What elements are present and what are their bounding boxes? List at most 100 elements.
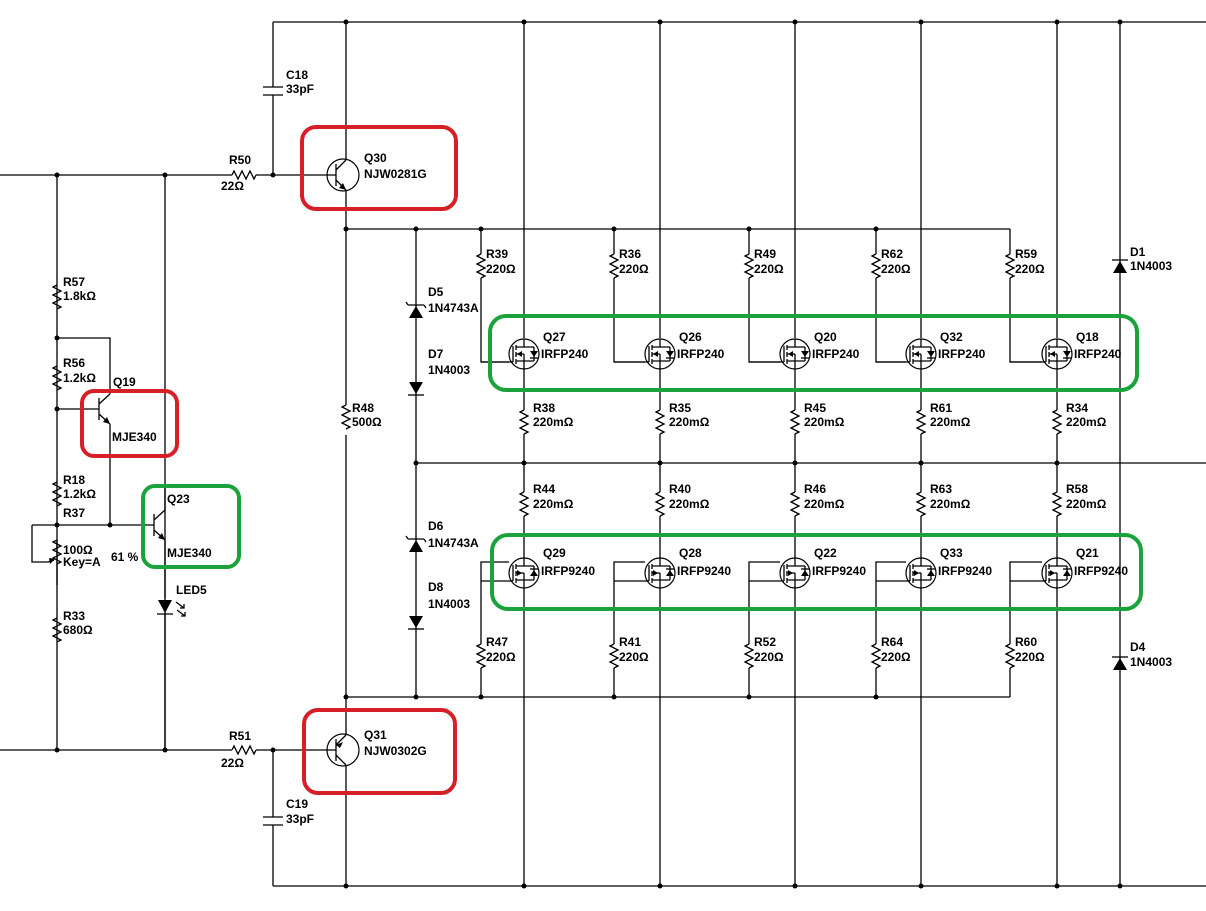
top-gate-resistor-ref: R59 (1015, 247, 1037, 261)
bottom-source-resistor-ref: R44 (533, 482, 555, 496)
top-gate-resistor-ref: R36 (619, 247, 641, 261)
resistor-r33: R33 680Ω (51, 609, 93, 643)
top-source-resistor-value: 220mΩ (930, 415, 971, 429)
d4-ref: D4 (1130, 640, 1146, 654)
top-mosfet-part: IRFP240 (812, 347, 860, 361)
c19-value: 33pF (286, 812, 314, 826)
top-mosfet-part: IRFP240 (677, 347, 725, 361)
r37-value: 100Ω (63, 543, 93, 557)
bottom-gate-resistor-ref: R47 (486, 635, 508, 649)
r51-ref: R51 (229, 729, 251, 743)
transistor-q19: Q19 MJE340 (90, 375, 157, 444)
bottom-mosfet-stage-5 (1004, 463, 1073, 697)
bottom-mosfet-part: IRFP9240 (1074, 564, 1128, 578)
top-mosfet-stage-4 (870, 229, 937, 463)
top-gate-resistor-ref: R39 (486, 247, 508, 261)
resistor-r18: R18 1.2kΩ (51, 473, 96, 507)
d5-part: 1N4743A (428, 301, 479, 315)
transistor-q31: Q31 NJW0302G (326, 728, 427, 767)
resistor-r57: R57 1.8kΩ (51, 275, 96, 310)
bottom-source-resistor-value: 220mΩ (533, 497, 574, 511)
d8-part: 1N4003 (428, 597, 470, 611)
r37-percent: 61 % (111, 550, 139, 564)
diode-d8: D8 1N4003 (408, 580, 470, 630)
top-mosfet-stage-2 (608, 229, 676, 463)
top-mosfet-part: IRFP240 (1074, 347, 1122, 361)
top-mosfet-stage-3 (743, 229, 811, 463)
d1-ref: D1 (1130, 245, 1146, 259)
bottom-mosfet-part: IRFP9240 (812, 564, 866, 578)
d7-part: 1N4003 (428, 363, 470, 377)
top-mosfet-ref: Q26 (679, 330, 702, 344)
top-gate-resistor-value: 220Ω (486, 262, 516, 276)
r18-ref: R18 (63, 473, 85, 487)
resistor-r51: R51 22Ω (221, 729, 257, 770)
potentiometer-r37: R37 100Ω Key=A 61 % (47, 506, 139, 569)
top-gate-resistor-ref: R49 (754, 247, 776, 261)
top-mosfet-ref: Q20 (814, 330, 837, 344)
bottom-source-resistor-value: 220mΩ (669, 497, 710, 511)
r18-value: 1.2kΩ (63, 487, 96, 501)
diode-d1: D1 1N4003 (1112, 245, 1172, 273)
top-gate-resistor-ref: R62 (881, 247, 903, 261)
r33-value: 680Ω (63, 623, 93, 637)
highlights (80, 125, 1143, 795)
d6-ref: D6 (428, 519, 444, 533)
r50-ref: R50 (229, 153, 251, 167)
top-mosfet-stage-5 (1004, 229, 1073, 463)
resistor-r48: R48 500Ω (340, 401, 382, 430)
q19-highlight-box (80, 389, 179, 458)
bottom-gate-resistor-ref: R41 (619, 635, 641, 649)
bottom-mosfet-ref: Q22 (814, 546, 837, 560)
top-source-resistor-value: 220mΩ (533, 415, 574, 429)
bottom-mosfet-part: IRFP9240 (677, 564, 731, 578)
bottom-source-resistor-ref: R63 (930, 482, 952, 496)
led-led5: LED5 (157, 583, 207, 750)
d7-ref: D7 (428, 347, 444, 361)
bottom-gate-resistor-ref: R64 (881, 635, 903, 649)
c18-ref: C18 (286, 68, 308, 82)
bottom-source-resistor-value: 220mΩ (804, 497, 845, 511)
r51-value: 22Ω (221, 756, 244, 770)
r57-value: 1.8kΩ (63, 289, 96, 303)
zener-diode-d5: D5 1N4743A (405, 285, 479, 318)
diode-d4: D4 1N4003 (1112, 640, 1172, 670)
bottom-gate-resistor-value: 220Ω (881, 650, 911, 664)
resistor-r56: R56 1.2kΩ (51, 356, 96, 391)
bottom-source-resistor-value: 220mΩ (1066, 497, 1107, 511)
d1-part: 1N4003 (1130, 259, 1172, 273)
top-gate-resistor-value: 220Ω (1015, 262, 1045, 276)
r56-value: 1.2kΩ (63, 371, 96, 385)
top-source-resistor-value: 220mΩ (669, 415, 710, 429)
top-source-resistor-ref: R61 (930, 401, 952, 415)
c19-ref: C19 (286, 797, 308, 811)
bottom-gate-resistor-ref: R52 (754, 635, 776, 649)
q30-highlight-box (300, 125, 458, 211)
bottom-mosfet-part: IRFP9240 (541, 564, 595, 578)
top-source-resistor-ref: R35 (669, 401, 691, 415)
q23-ref: Q23 (167, 492, 190, 506)
top-gate-resistor-value: 220Ω (881, 262, 911, 276)
top-mosfet-part: IRFP240 (541, 347, 589, 361)
bottom-gate-resistor-value: 220Ω (1015, 650, 1045, 664)
transistor-q30: Q30 NJW0281G (326, 151, 427, 192)
wires (0, 21, 1206, 887)
q19-ref: Q19 (113, 375, 136, 389)
bottom-mosfet-ref: Q29 (543, 546, 566, 560)
bottom-mosfet-stage-2 (608, 463, 676, 697)
bottom-mosfet-stage-4 (870, 463, 937, 697)
r33-ref: R33 (63, 609, 85, 623)
top-source-resistor-ref: R34 (1066, 401, 1088, 415)
q23-highlight-box (141, 484, 241, 569)
top-gate-resistor-value: 220Ω (619, 262, 649, 276)
top-mosfet-ref: Q27 (543, 330, 566, 344)
bottom-mosfet-ref: Q33 (940, 546, 963, 560)
r50-value: 22Ω (221, 179, 244, 193)
bottom-gate-resistor-value: 220Ω (619, 650, 649, 664)
resistor-r50: R50 22Ω (221, 153, 257, 193)
top-mosfet-ref: Q18 (1076, 330, 1099, 344)
r56-ref: R56 (63, 356, 85, 370)
bottom-mosfet-part: IRFP9240 (938, 564, 992, 578)
bottom-source-resistor-ref: R46 (804, 482, 826, 496)
